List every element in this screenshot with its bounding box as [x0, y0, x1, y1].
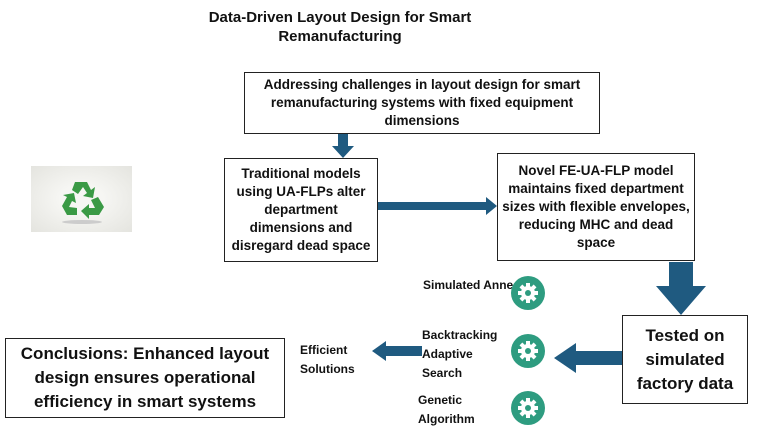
arrow-challenge-to-traditional	[332, 134, 354, 158]
novel-model-box: Novel FE-UA-FLP model maintains fixed de…	[497, 153, 695, 261]
tested-box: Tested on simulated factory data	[622, 315, 748, 404]
recycle-image	[31, 166, 132, 232]
conclusions-text: Conclusions: Enhanced layout design ensu…	[20, 344, 270, 411]
gear-icon	[511, 334, 545, 368]
traditional-models-box: Traditional models using UA-FLPs alter d…	[224, 158, 378, 262]
gear-icon	[511, 391, 545, 425]
conclusions-box: Conclusions: Enhanced layout design ensu…	[5, 338, 285, 418]
diagram-title: Data-Driven Layout Design for Smart Rema…	[208, 9, 472, 45]
novel-text: Novel FE-UA-FLP model maintains fixed de…	[502, 163, 690, 250]
traditional-text: Traditional models using UA-FLPs alter d…	[231, 166, 371, 253]
tested-text: Tested on simulated factory data	[636, 325, 734, 393]
arrow-algorithms-to-solutions	[372, 341, 422, 361]
arrow-tested-to-algorithms	[554, 343, 622, 373]
recycle-icon	[62, 182, 104, 224]
efficient-solutions-label: Efficient Solutions	[300, 343, 355, 376]
arrow-traditional-to-novel	[378, 197, 497, 215]
challenge-text: Addressing challenges in layout design f…	[263, 77, 581, 128]
challenge-box: Addressing challenges in layout design f…	[244, 72, 600, 134]
gear-icon	[511, 276, 545, 310]
arrow-novel-to-tested	[656, 262, 706, 315]
algorithm-label-genetic: Genetic Algorithm	[418, 393, 475, 426]
algorithm-label-backtracking: Backtracking Adaptive Search	[422, 328, 498, 380]
